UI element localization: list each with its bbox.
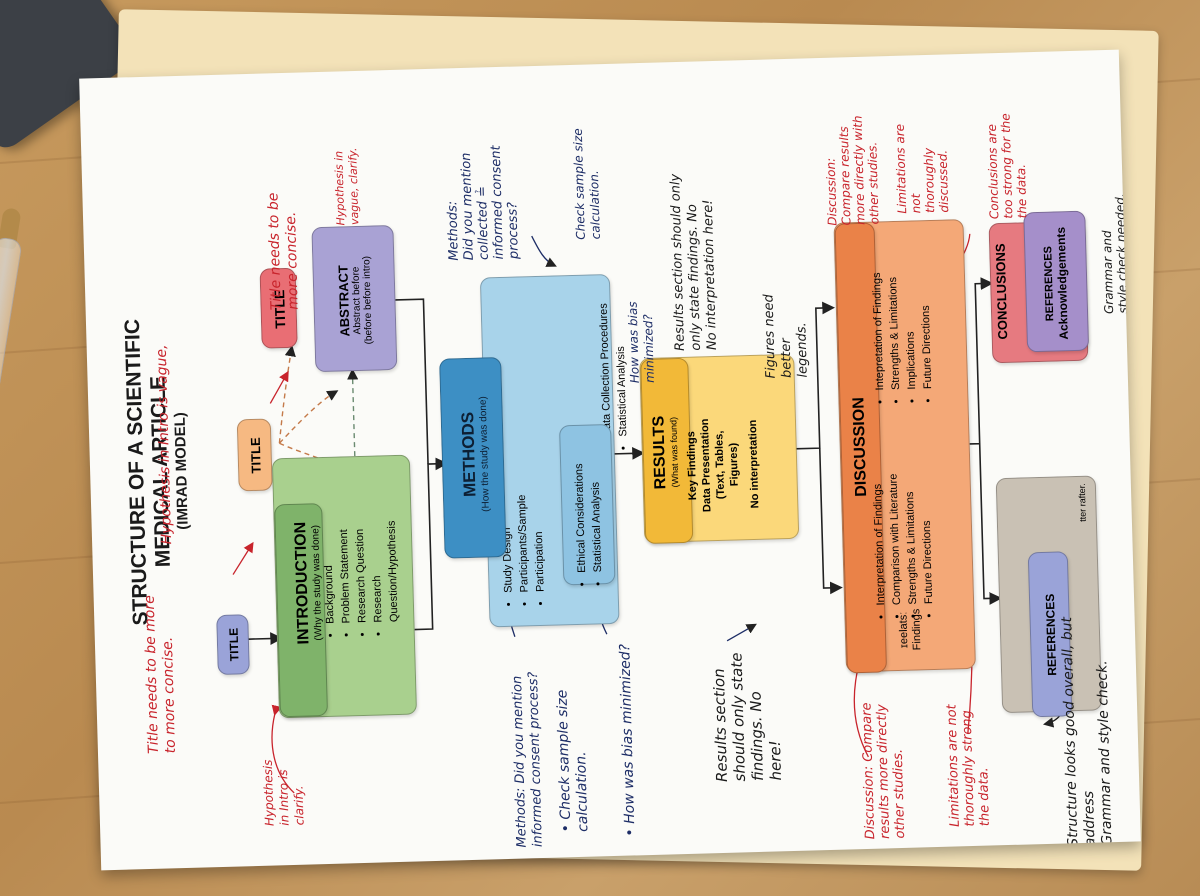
note-results-top: Results section should only only state f… (667, 130, 721, 352)
note-methods-top: Methods: Did you mention collected ≟ inf… (443, 119, 522, 261)
note-sample-bottom: • Check sample size calculation. (554, 672, 592, 832)
note-bias-top: How was bias minimized? (625, 283, 658, 384)
note-limit-top: Limitations are not thoroughly discussed… (892, 102, 951, 214)
methods-ethics-box: Ethical Considerations Statistical Analy… (559, 423, 616, 587)
note-hyp-bottom: Hypothesis in Intro is clarify. (260, 735, 307, 826)
conclusions-refs-box: REFERENCES Acknowledgements (1023, 210, 1090, 354)
methods-header: METHODS (How the study was done) (439, 357, 507, 559)
note-structure: Structure looks good overall, but addres… (1058, 586, 1116, 847)
intro-item: Research Question/Hypothesis (367, 486, 403, 623)
note-concl-top: Conclusions are too strong for the the d… (984, 78, 1030, 219)
conclusions-label: CONCLUSIONS (992, 243, 1011, 340)
discussion-side-label: Findings (910, 608, 924, 651)
abstract-content: ABSTRACT Abstract before (before before … (334, 228, 375, 374)
note-hyp-vague-top: Hypothesis in vague, clarify. (331, 115, 362, 225)
note-title-concise-left: Title needs to be more to more concise. (140, 553, 180, 754)
title-box-mid-label: TITLE (247, 437, 264, 474)
note-title-concise-top: Title needs to be more concise. (265, 170, 303, 310)
note-results-bottom: Results section should only state findin… (709, 620, 785, 782)
discussion-item: Future Directions (917, 443, 937, 604)
acknowledgements-note: tter rafter. (1076, 483, 1088, 522)
abstract-box: ABSTRACT Abstract before (before before … (311, 224, 398, 374)
note-figures: Figures need better legends. (760, 257, 811, 379)
methods-items-c: Ethical Considerations Statistical Analy… (570, 426, 606, 587)
note-disc-bottom: Discussion: Compare results more directl… (859, 688, 908, 839)
results-content: Key Findings Data Presentation (Text, Ta… (683, 384, 763, 546)
article-sheet: STRUCTURE OF A SCIENTIFIC MEDICAL ARTICL… (79, 49, 1141, 871)
note-line: clarify. (291, 785, 307, 826)
results-line: No interpretation (746, 419, 762, 509)
note-limit-bottom: Limitations are not thoroughly strong th… (944, 686, 992, 827)
introduction-box: INTRODUCTION (Why the study was done) Ba… (271, 454, 418, 719)
note-line: minimized? (640, 314, 657, 384)
discussion-box: DISCUSSION Intepretation of Findings Str… (833, 219, 976, 674)
ack-references-label: REFERENCES (1042, 593, 1060, 676)
note-line: Figures need better (761, 293, 795, 379)
note-disc-top: Discussion: Compare results more directl… (822, 94, 882, 226)
title-box-mid: TITLE (236, 418, 273, 492)
methods-item: Participation (529, 456, 549, 592)
methods-item: Statistical Analysis (586, 426, 606, 573)
title-box-small: TITLE (216, 614, 250, 676)
note-methods-bottom: Methods: Did you mention informed consen… (509, 647, 547, 848)
introduction-items: Background Problem Statement Research Qu… (319, 486, 405, 698)
discussion-item: Future Directions (916, 223, 937, 389)
conclusions-refs: REFERENCES Acknowledgements (1041, 213, 1071, 354)
methods-heading: METHODS (How the study was done) (457, 354, 494, 555)
note-sample-top: Check sample size calculation. (570, 109, 604, 240)
discussion-side: ɪeelatsː Findings (897, 589, 925, 670)
results-box: RESULTS (What was found) Key Findings Da… (639, 353, 800, 546)
note-line: legends. (794, 322, 811, 378)
results-heading: RESULTS (What was found) (649, 360, 682, 546)
conclusions-ack: Acknowledgements (1053, 226, 1071, 340)
title-box-small-label: TITLE (226, 627, 242, 662)
discussion-items-b: Intepretation of Findings Strengths & Li… (868, 223, 938, 425)
